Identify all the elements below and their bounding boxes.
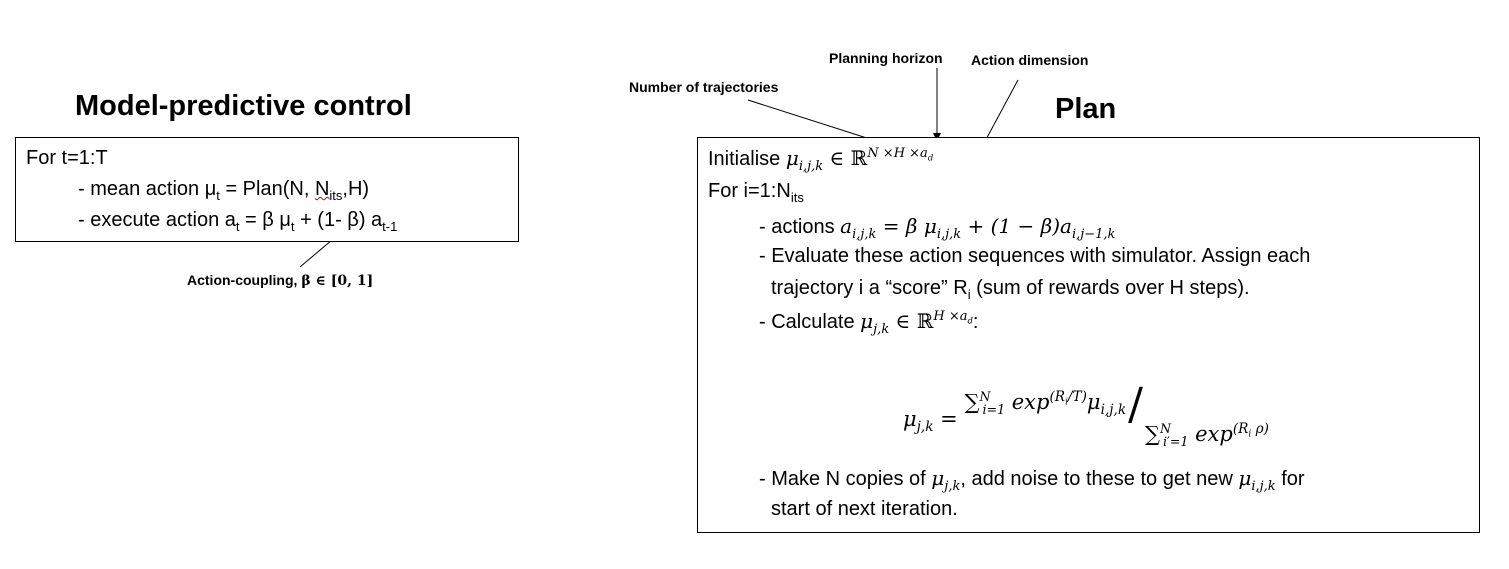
plan-for-sub: its (790, 190, 804, 205)
mpc-exec-sub3: t-1 (382, 219, 398, 234)
plan-actions-rest-sub: i,j−1,k (1071, 227, 1116, 242)
planning-horizon-label: Planning horizon (829, 50, 943, 66)
mpc-mean-end: ,H) (342, 178, 370, 200)
action-coupling-math: β ∈ [0, 1] (301, 273, 374, 289)
plan-actions-rest: + (1 − β)a (961, 214, 1072, 238)
mpc-exec-sub1: t (235, 219, 240, 234)
plan-init-in: ∈ ℝ (823, 146, 868, 170)
mpc-title: Model-predictive control (75, 90, 412, 122)
plan-init-sup: N ×H ×ad (867, 146, 934, 163)
mpc-exec-mid2: + (1- β) a (294, 209, 383, 231)
plan-make-text-a: - Make N copies of (759, 468, 932, 490)
plan-box: Initialise μi,j,k ∈ ℝN ×H ×ad For i=1:Ni… (697, 137, 1480, 533)
plan-make-mu2-sub: i,j,k (1251, 479, 1276, 494)
plan-make-mu-sub: j,k (944, 479, 961, 494)
mpc-mean-mid: = Plan(N, (219, 178, 315, 200)
plan-make-mu: μ (931, 466, 945, 490)
mpc-line-execute: - execute action at = β μt + (1- β) at-1 (78, 209, 397, 234)
mpc-exec-sub2: t (290, 219, 295, 234)
plan-for-line: For i=1:Nits (708, 180, 804, 205)
plan-eval-text-a: trajectory i a “score” R (771, 277, 968, 299)
mpc-mean-nits: Nits (314, 178, 343, 203)
plan-actions-mu-sub: i,j,k (936, 227, 962, 242)
plan-init-text: Initialise (708, 148, 786, 170)
plan-make-text-b: , add noise to these to get new (960, 468, 1239, 490)
plan-calc-mu-sub: j,k (873, 322, 890, 337)
action-coupling-label: Action-coupling, β ∈ [0, 1] (187, 272, 373, 289)
formula-numerator: ∑Ni=1 exp(Ri/T)μi,j,k (964, 389, 1127, 419)
plan-calc-colon: : (972, 311, 979, 333)
plan-init-mu: μ (785, 146, 799, 170)
plan-actions-a-sub: i,j,k (852, 227, 877, 242)
formula-lhs: μj,k = (903, 407, 965, 436)
plan-actions-text: - actions (759, 216, 841, 238)
mpc-line-mean-action: - mean action μt = Plan(N, Nits,H) (78, 178, 369, 203)
mpc-mean-sub: t (216, 188, 220, 203)
plan-calc-mu: μ (860, 309, 874, 333)
plan-title: Plan (1055, 93, 1117, 125)
formula-denominator: ∑Ni′=1 exp(Ri ρ) (1144, 421, 1269, 450)
plan-make-mu2: μ (1238, 466, 1252, 490)
plan-init-mu-sub: i,j,k (798, 159, 824, 174)
plan-eval-text-b: (sum of rewards over H steps). (970, 277, 1250, 299)
mpc-exec-prefix: - execute action a (78, 209, 236, 231)
mpc-for-text: For t=1:T (26, 147, 108, 169)
action-dimension-label: Action dimension (971, 52, 1089, 68)
number-of-trajectories-label: Number of trajectories (629, 79, 779, 95)
plan-calc-in: ∈ ℝ (889, 309, 934, 333)
plan-eval-line2: trajectory i a “score” Ri (sum of reward… (771, 277, 1250, 302)
mpc-box: For t=1:T - mean action μt = Plan(N, Nit… (15, 137, 519, 242)
plan-calc-sup: H ×ad (933, 309, 973, 326)
plan-make-line2: start of next iteration. (771, 498, 958, 520)
plan-actions-a: a (840, 214, 853, 238)
plan-eval-line1: - Evaluate these action sequences with s… (759, 245, 1311, 267)
plan-make-line1: - Make N copies of μj,k, add noise to th… (759, 466, 1305, 494)
plan-for-text: For i=1:N (708, 180, 791, 202)
plan-actions-line: - actions ai,j,k = β μi,j,k + (1 − β)ai,… (759, 214, 1115, 242)
plan-actions-eq: = β μ (876, 214, 937, 238)
plan-formula: μj,k = ∑Ni=1 exp(Ri/T)μi,j,k/∑Ni′=1 exp(… (903, 361, 1269, 449)
plan-make-text-c: for (1275, 468, 1305, 490)
plan-eval-sub: i (967, 287, 971, 302)
formula-slash: / (1128, 379, 1143, 430)
plan-calc-line: - Calculate μj,k ∈ ℝH ×ad: (759, 309, 978, 337)
mpc-exec-mid: = β μ (239, 209, 291, 231)
action-dim-arrow (982, 79, 1019, 146)
mpc-line-for: For t=1:T (26, 147, 108, 170)
mpc-mean-prefix: - mean action μ (78, 178, 217, 200)
plan-calc-text: - Calculate (759, 311, 861, 333)
action-coupling-text: Action-coupling, (187, 272, 302, 288)
plan-init-line: Initialise μi,j,k ∈ ℝN ×H ×ad (708, 146, 933, 174)
